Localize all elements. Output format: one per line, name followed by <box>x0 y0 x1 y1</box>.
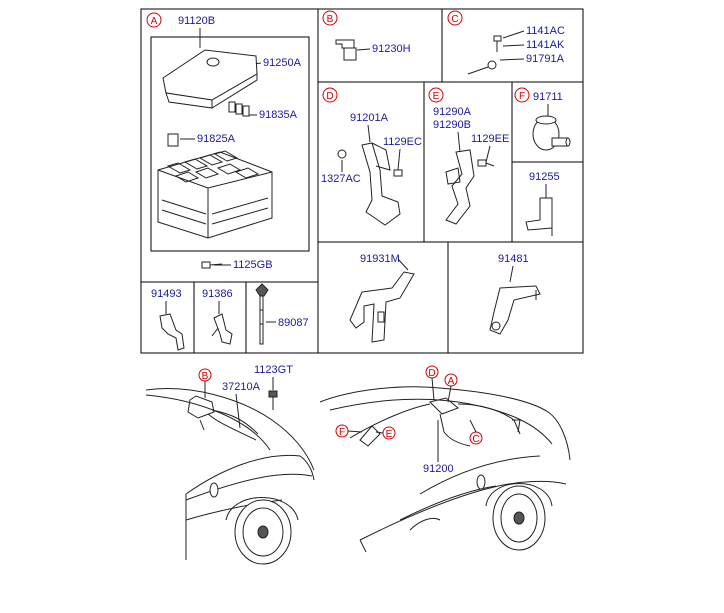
bolt-1123gt <box>268 390 278 410</box>
section-b: B 91230H <box>322 10 411 61</box>
section-f: F 91711 <box>514 87 571 151</box>
section-h: 91931M <box>349 253 415 343</box>
label-91255: 91255 <box>529 171 560 183</box>
clip-91386 <box>211 313 233 345</box>
grid-frame <box>140 8 584 354</box>
clip-91493 <box>159 313 185 351</box>
label-91230h: 91230H <box>372 43 411 55</box>
label-91386: 91386 <box>202 288 233 300</box>
label-1141ac: 1141AC <box>526 25 565 37</box>
fuse-box-body <box>157 150 273 239</box>
bracket-91481 <box>489 285 541 335</box>
ref-letter-right-f: F <box>339 427 345 438</box>
fuse-box-cover <box>162 49 258 109</box>
label-91825a: 91825A <box>197 133 236 145</box>
label-91931m: 91931M <box>360 253 400 265</box>
label-91835a: 91835A <box>259 109 298 121</box>
label-1327ac: 1327AC <box>321 173 361 185</box>
ref-letter-right-e: E <box>386 429 393 440</box>
label-91481: 91481 <box>498 253 529 265</box>
label-91290b: 91290B <box>433 119 471 131</box>
ref-letter-d: D <box>326 91 333 102</box>
ref-letter-b: B <box>327 14 334 25</box>
ref-letter-right-c: C <box>472 434 479 445</box>
ref-circle-c <box>447 10 463 26</box>
section-d: D 91201A 1129EC 1327AC <box>321 87 422 226</box>
label-1129ee: 1129EE <box>471 133 509 145</box>
label-91290a: 91290A <box>433 106 472 118</box>
label-91493: 91493 <box>151 288 182 300</box>
tie-strap-89087 <box>255 283 269 345</box>
ref-circle-f <box>514 87 530 103</box>
clip-91230h <box>335 39 357 61</box>
label-37210a: 37210A <box>222 381 261 393</box>
section-a: A 91120B 91250A 91835A 91825A 1125GB <box>146 12 302 271</box>
ref-letter-left-b: B <box>202 371 209 382</box>
bolt-1125gb <box>201 261 223 269</box>
ref-letter-c: C <box>451 14 458 25</box>
section-k: 91386 <box>202 288 233 345</box>
label-1123gt: 1123GT <box>254 364 293 376</box>
section-j: 91493 <box>151 288 185 351</box>
section-i: 91481 <box>489 253 541 335</box>
label-1141ak: 1141AK <box>526 39 565 51</box>
fuse-91825a <box>167 133 179 147</box>
label-91201a: 91201A <box>350 112 389 124</box>
section-l: 89087 <box>255 283 309 345</box>
ref-circle-a <box>146 12 162 28</box>
ref-letter-right-a: A <box>448 376 455 387</box>
bracket-91201a <box>337 142 403 226</box>
label-89087: 89087 <box>278 317 309 329</box>
right-car-illustration: D A F E C 91200 <box>319 365 571 553</box>
bracket-91290a <box>445 149 495 225</box>
section-c: C 1141AC 1141AK 91791A <box>447 10 565 75</box>
ref-letter-a: A <box>151 16 158 27</box>
section-g: 91255 <box>525 171 560 236</box>
ref-letter-right-d: D <box>428 368 435 379</box>
section-e: E 91290A 91290B 1129EE <box>428 87 509 225</box>
label-91200: 91200 <box>423 463 454 475</box>
label-1129ec: 1129EC <box>383 136 422 148</box>
bracket-91255 <box>525 197 553 236</box>
sensor-91711 <box>532 115 571 151</box>
ground-wire <box>467 35 502 75</box>
label-91711: 91711 <box>533 91 563 103</box>
label-91120b: 91120B <box>178 15 215 27</box>
ref-circle-b <box>322 10 338 26</box>
left-car-illustration: B 37210A 1123GT <box>145 364 315 565</box>
label-1125gb: 1125GB <box>233 259 273 271</box>
ref-circle-d <box>322 87 338 103</box>
label-91250a: 91250A <box>263 57 302 69</box>
ref-letter-e: E <box>433 91 440 102</box>
bracket-91931m <box>349 271 415 343</box>
ref-letter-f: F <box>519 91 525 102</box>
ref-circle-e <box>428 87 444 103</box>
relay-group <box>228 101 250 117</box>
label-91791a: 91791A <box>526 53 565 65</box>
